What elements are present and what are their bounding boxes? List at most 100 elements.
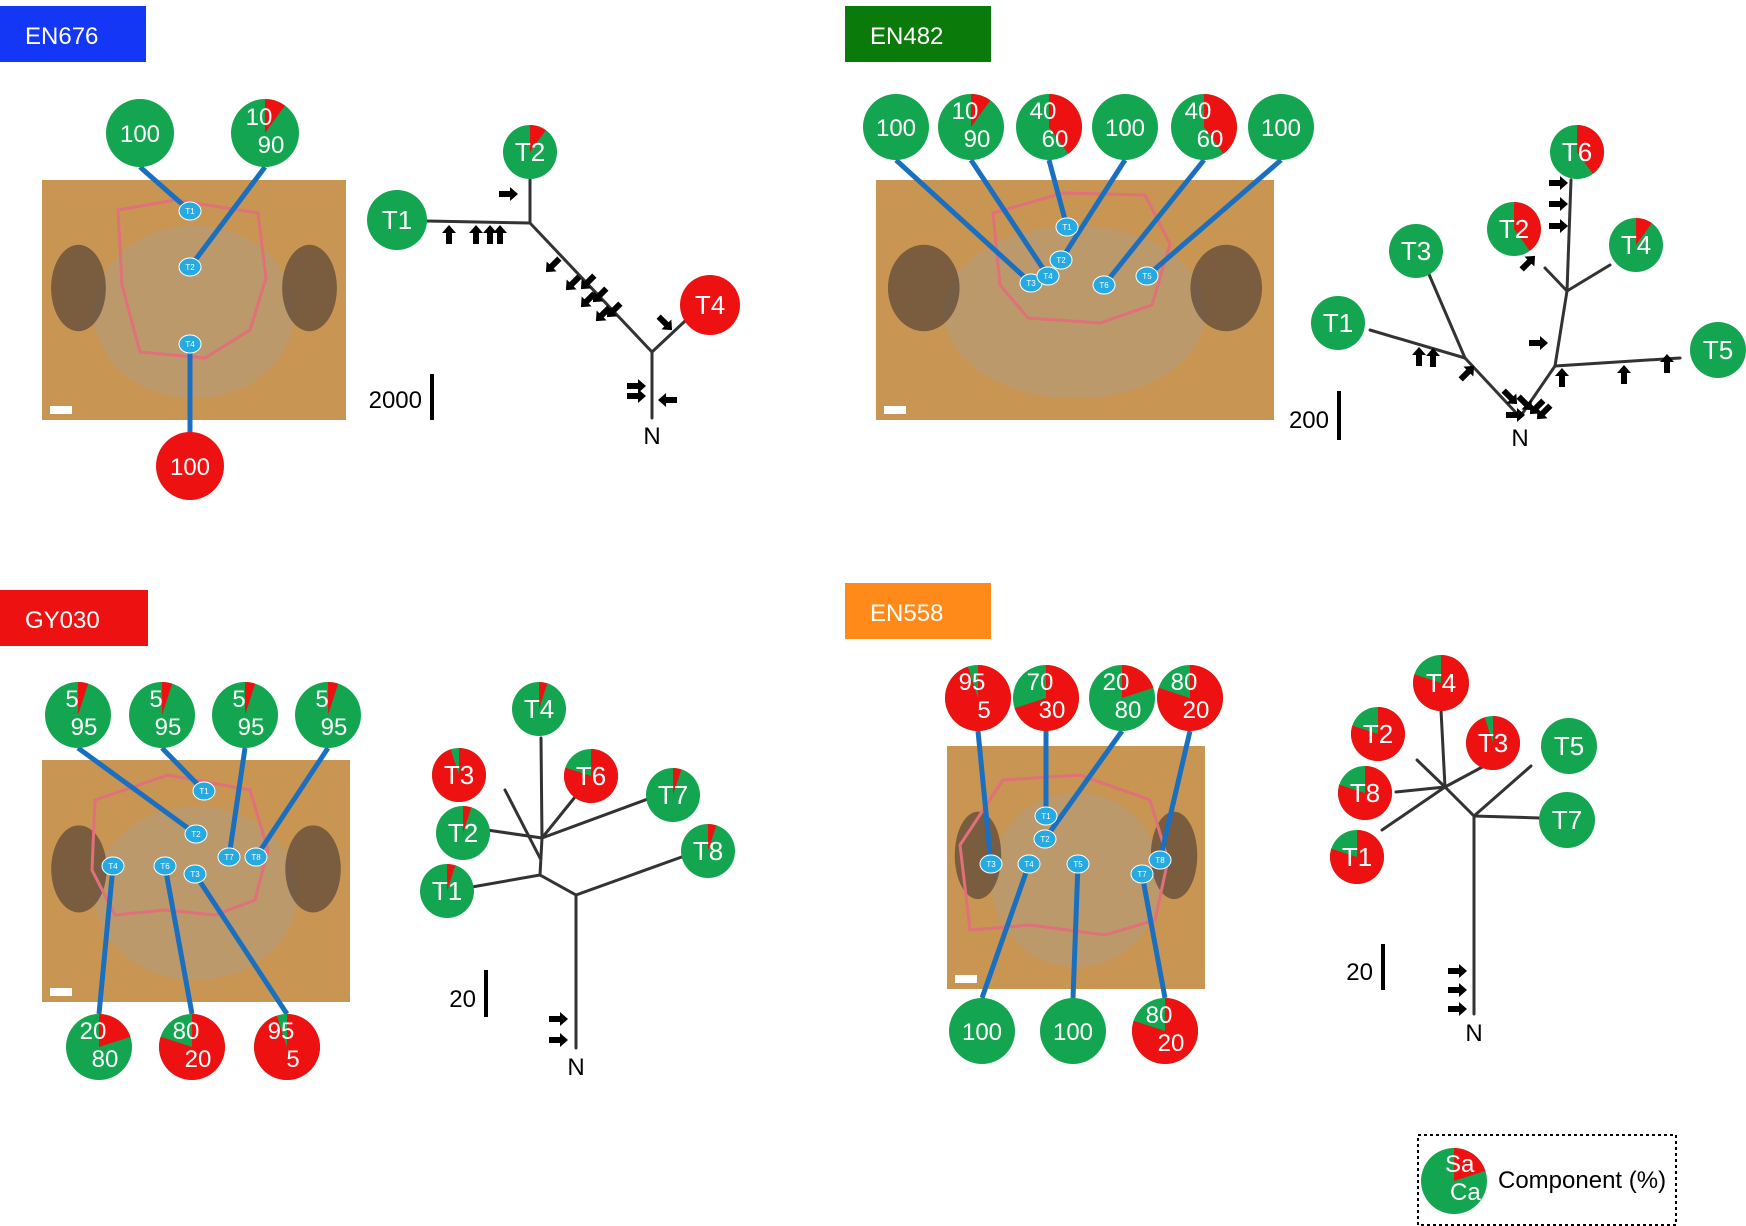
- region-pie-t7-sarcoma-wedge: [245, 682, 256, 715]
- mutation-arrow-icon: [565, 274, 582, 291]
- tree-branch: [1443, 763, 1488, 789]
- mutation-arrow-icon-shape: [1516, 394, 1533, 411]
- mutation-arrow-icon-shape: [656, 314, 673, 331]
- mutation-arrow-icon-shape: [1549, 176, 1568, 190]
- region-pie-t1-carcinoma-wedge: [106, 99, 174, 167]
- region-badge-t6: [1092, 275, 1116, 295]
- panel-label: EN558: [870, 600, 943, 627]
- specimen-adnexa-left: [51, 244, 106, 332]
- mutation-arrow-icon-shape: [499, 187, 518, 201]
- connector-line: [1058, 158, 1128, 262]
- tree-leaf-label: T3: [444, 760, 474, 790]
- legend-pie-chart: [1421, 1148, 1487, 1214]
- mutation-arrow-icon-shape: [606, 301, 623, 318]
- connector-line: [96, 865, 116, 1015]
- tree-leaf-pie-t1: [367, 190, 427, 250]
- tree-leaf-pie-t2: [1487, 202, 1541, 256]
- region-pie-t6-ca-text: 20: [185, 1046, 212, 1073]
- region-pie-t7-ca-text: 20: [1158, 1030, 1185, 1057]
- region-badge-label: T1: [185, 207, 195, 216]
- photo-scale-bar: [50, 988, 72, 996]
- region-pie-t5-value: 100: [1261, 115, 1301, 142]
- region-pie-t5: [1248, 94, 1314, 160]
- region-badge-label: T5: [1073, 860, 1083, 869]
- region-pie-t4-sarcoma-wedge: [99, 1014, 131, 1047]
- region-pie-t7: [212, 682, 278, 748]
- region-pie-t2: [45, 682, 111, 748]
- region-pie-t4-carcinoma-wedge: [949, 998, 1015, 1064]
- panel-label: EN676: [25, 23, 98, 50]
- tree-branch: [540, 795, 577, 840]
- region-pie-t2-sa-text: 10: [246, 104, 273, 131]
- region-pie-t4-sa-text: 10: [952, 98, 979, 125]
- mutation-arrow-icon: [1549, 197, 1568, 211]
- legend-ca-label: Ca: [1450, 1179, 1481, 1206]
- connector-line: [1139, 873, 1168, 999]
- region-pie-t3-sa-text: 95: [959, 669, 986, 696]
- connector-line: [192, 872, 290, 1016]
- mutation-arrow-icon-shape: [1448, 983, 1467, 997]
- mutation-arrow-icon-shape: [565, 274, 582, 291]
- region-badge-t4: [101, 856, 125, 876]
- legend-pie-chart-sarcoma-wedge: [1454, 1148, 1486, 1181]
- tree-leaf-pie-t4-carcinoma-wedge: [680, 275, 740, 335]
- region-pie-t2-sarcoma-wedge: [1122, 665, 1154, 698]
- region-pie-t6-sarcoma-wedge: [1204, 94, 1238, 154]
- region-pie-t3: [253, 1014, 320, 1080]
- tree-leaf-label: T8: [1350, 778, 1380, 808]
- mutation-arrow-icon-shape: [1660, 354, 1674, 373]
- tree-leaf-label: T2: [1363, 719, 1393, 749]
- tree-leaf-pie-t4-sarcoma-wedge: [1636, 218, 1652, 245]
- region-badge-label: T8: [251, 853, 261, 862]
- tree-leaf-label: T8: [693, 836, 723, 866]
- region-pie-t7-ca-text: 95: [238, 714, 265, 741]
- tree-leaf-label: T1: [1342, 842, 1372, 872]
- mutation-arrow-icon-shape: [580, 291, 597, 308]
- mutation-arrow-icon: [1555, 368, 1569, 387]
- region-badge-t3: [979, 854, 1003, 874]
- mutation-arrow-icon: [627, 389, 646, 403]
- region-badge-t1: [1055, 217, 1079, 237]
- tree-leaf-pie-t4: [680, 275, 740, 335]
- mutation-arrow-icon: [493, 225, 507, 244]
- connector-line: [253, 746, 331, 859]
- region-pie-t8-ca-text: 20: [1183, 697, 1210, 724]
- tree-leaf-label: T6: [576, 761, 606, 791]
- region-pie-t5: [1040, 998, 1106, 1064]
- tree-leaf-pie-t3: [431, 748, 486, 803]
- region-pie-t4: [156, 432, 224, 500]
- mutation-arrow-icon-shape: [1519, 255, 1536, 272]
- region-pie-t7-sa-text: 80: [1146, 1002, 1173, 1029]
- region-badge-label: T2: [1040, 835, 1050, 844]
- region-pie-t8-sarcoma-wedge: [328, 682, 339, 715]
- region-badge-label: T8: [1155, 856, 1165, 865]
- tree-leaf-label: T1: [432, 876, 462, 906]
- region-pie-t2-sarcoma-wedge: [265, 99, 285, 133]
- tree-branch: [574, 852, 692, 897]
- region-pie-t3-carcinoma-wedge: [863, 94, 929, 160]
- region-badge-label: T3: [190, 870, 200, 879]
- tree-scale-label: 20: [449, 986, 476, 1013]
- region-badge-t4: [1017, 854, 1041, 874]
- mutation-arrow-icon: [656, 314, 673, 331]
- region-pie-t4: [66, 1014, 132, 1080]
- region-badge-t1: [1034, 806, 1058, 826]
- specimen-adnexa-right: [1150, 811, 1198, 900]
- panel-label-box: [845, 6, 991, 62]
- tree-leaf-label: T5: [1703, 335, 1733, 365]
- region-badge-t5: [1066, 854, 1090, 874]
- tree-branch: [470, 873, 542, 889]
- tree-leaf-pie-t7-sarcoma-wedge: [673, 768, 682, 795]
- region-pie-t4-value: 100: [170, 454, 210, 481]
- region-pie-t3-sa-text: 95: [268, 1018, 295, 1045]
- tree-branch: [538, 873, 578, 897]
- tree-leaf-label: T4: [1621, 230, 1651, 260]
- region-pie-t2-carcinoma-wedge: [1092, 94, 1158, 160]
- region-badge-label: T4: [185, 340, 195, 349]
- tree-leaf-label: T1: [382, 205, 412, 235]
- region-pie-t1: [129, 682, 195, 748]
- mutation-arrow-icon-shape: [549, 1033, 568, 1047]
- tree-branch: [1472, 764, 1533, 818]
- tree-leaf-pie-t4: [1609, 218, 1663, 272]
